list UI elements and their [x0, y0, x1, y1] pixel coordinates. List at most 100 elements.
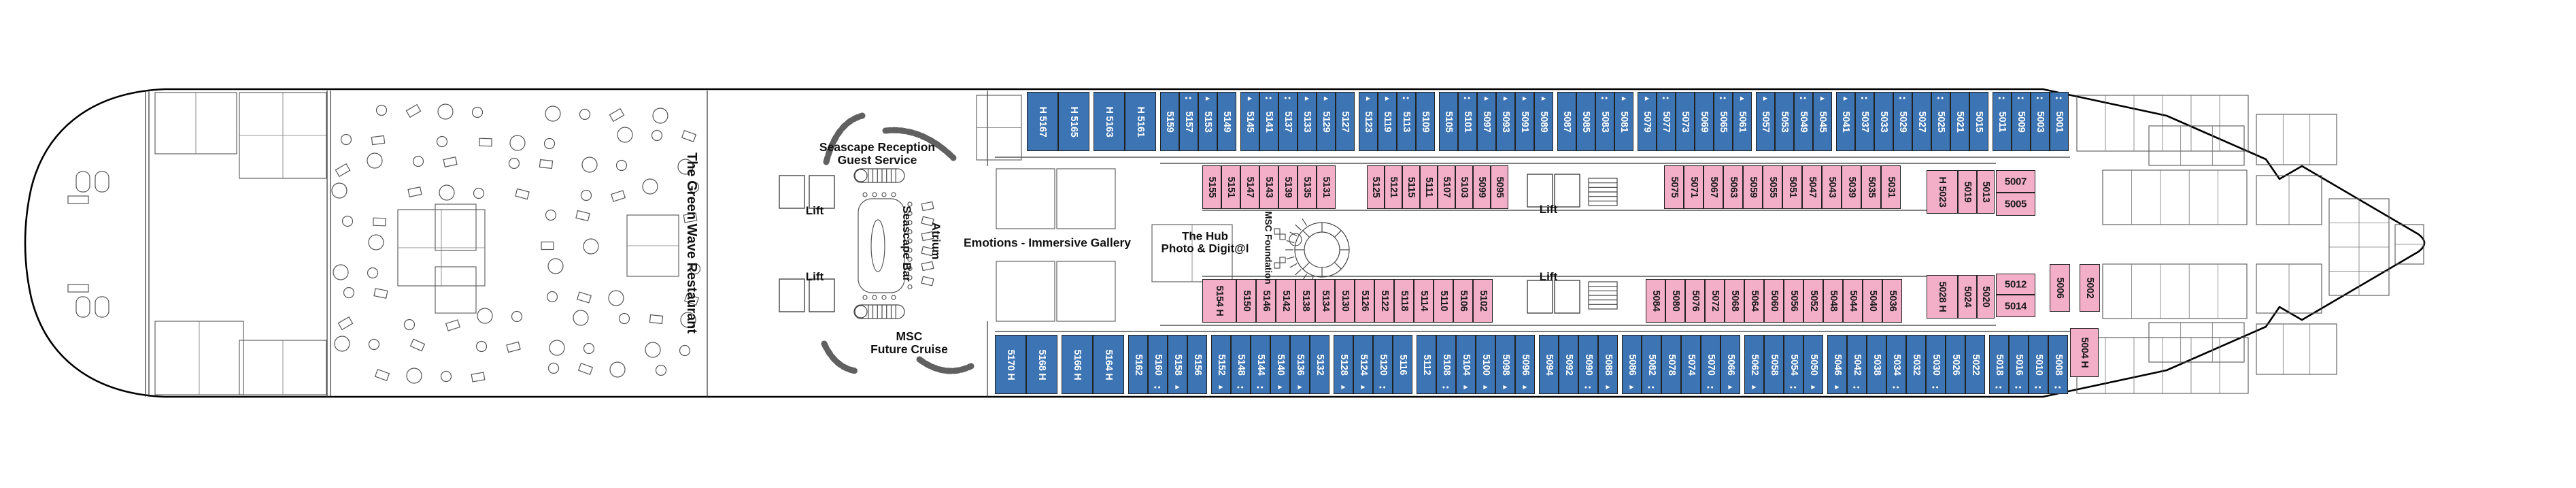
cabin-number: 5013 [1980, 181, 1991, 203]
sofa-bed-icon: ▶ [1483, 384, 1488, 390]
cabin-5123: 5123 ▶ [1359, 92, 1378, 151]
cabin-5111: 5111 [1420, 165, 1438, 209]
cabin-number: 5091 [1519, 110, 1530, 133]
cabin-5054: 5054●● [1784, 335, 1803, 394]
twin-beds-icon: ●● [1284, 96, 1292, 101]
cabin-5046: 5046 ▶ [1827, 335, 1847, 394]
cabin-5160: 5160●● [1148, 335, 1168, 394]
cabin-number: 5104 [1460, 353, 1472, 376]
cabin-5086: 5086▶ [1622, 335, 1642, 394]
cabin-number: 5025 [1935, 110, 1946, 133]
twin-beds-icon: ●● [1402, 96, 1410, 101]
cabin-number: 5116 [1397, 354, 1408, 375]
cabin-5088: 5088▶ [1598, 335, 1618, 394]
cabin-number: 5057 [1760, 110, 1771, 133]
cabin-5033: 5033 [1874, 92, 1893, 151]
cabin-5044: 5044 [1843, 279, 1863, 323]
cabin-number: 5061 [1737, 110, 1748, 133]
twin-beds-icon: ●● [2034, 385, 2043, 390]
cabin-5156: 5156 [1187, 335, 1207, 394]
cabin-5105: 5105 [1439, 92, 1458, 151]
cabin-number: 5087 [1561, 110, 1572, 133]
cabin-number: 5133 [1302, 110, 1312, 133]
cabin-5036: 5036 [1882, 279, 1902, 323]
cabin-number: 5110 [1438, 290, 1449, 312]
cabin-number: 5002 [2084, 277, 2095, 299]
cabin-number: 5141 [1264, 110, 1274, 133]
cabin-5024: 5024 [1958, 275, 1977, 319]
cabin-number: 5010 [2033, 353, 2044, 376]
venue-label-the-hub-line1: The Hub [1181, 229, 1228, 243]
cabin-number: 5052 [1808, 290, 1819, 312]
cabin-5108: 5108●● [1436, 335, 1456, 394]
twin-beds-icon: ●● [1892, 385, 1901, 390]
cabin-number: 5140 [1274, 353, 1286, 376]
twin-beds-icon: ●● [1442, 385, 1451, 390]
cabin-5120: 5120●● [1373, 335, 1393, 394]
cabin-number: 5016 [2013, 353, 2024, 376]
cabin-5148: 5148●● [1231, 335, 1251, 394]
cabin-5055: 5055 [1763, 165, 1782, 209]
sofa-bed-icon: ▶ [1522, 95, 1527, 101]
sofa-bed-icon: ▶ [1835, 384, 1840, 390]
twin-beds-icon: ●● [2055, 96, 2063, 101]
twin-beds-icon: ●● [1706, 385, 1715, 390]
cabin-number: H 5167 [1037, 106, 1048, 137]
cabin-5065: 5065●● [1714, 92, 1733, 151]
cabin-number: 5138 [1300, 290, 1311, 312]
cabin-5084: 5084 [1646, 279, 1665, 323]
cabin-5150: 5150 [1236, 279, 1256, 323]
cabin-5032: 5032 [1906, 335, 1926, 394]
cabin-5170-H: 5170 H [995, 335, 1026, 394]
cabin-5068: 5068 [1725, 279, 1744, 323]
cabin-5149: 5149 [1217, 92, 1236, 151]
cabin-5121: 5121 [1385, 165, 1402, 209]
cabin-number: 5046 [1831, 353, 1843, 376]
lift-label-aft-1: Lift [805, 204, 824, 217]
cabin-5110: 5110 [1434, 279, 1453, 323]
cabin-5048: 5048 [1823, 279, 1843, 323]
cabin-number: 5079 [1642, 110, 1653, 133]
cabin-number: 5107 [1441, 176, 1452, 198]
cabin-5018: 5018●● [1989, 335, 2009, 394]
cabin-number: 5153 [1202, 110, 1213, 133]
twin-beds-icon: ●● [1601, 96, 1609, 101]
cabin-5155: 5155 [1202, 165, 1221, 209]
cabin-number: 5164 H [1103, 349, 1114, 380]
venue-label-future-cruise: MSC Future Cruise [870, 330, 948, 356]
cabin-5092: 5092 [1559, 335, 1578, 394]
cabin-number: 5077 [1661, 110, 1672, 133]
sofa-bed-icon: ▶ [1361, 384, 1366, 390]
cabin-number: 5149 [1221, 110, 1232, 133]
cabin-5083: 5083●● [1595, 92, 1614, 151]
cabin-5016: 5016●● [2009, 335, 2029, 394]
cabin-5133: 5133▶ [1298, 92, 1317, 151]
cabin-5087: 5087 [1557, 92, 1576, 151]
cabin-5115: 5115 [1402, 165, 1420, 209]
cabin-number: 5073 [1680, 110, 1691, 133]
sofa-bed-icon: ▶ [1484, 95, 1489, 101]
cabin-5113: 5113●● [1397, 92, 1416, 151]
cabin-5002: 5002 [2080, 264, 2100, 312]
cabin-number: H 5161 [1135, 106, 1146, 137]
cabin-5020: 5020 [1977, 275, 1995, 319]
twin-beds-icon: ●● [1998, 96, 2006, 101]
cabin-5134: 5134 [1315, 279, 1335, 323]
cabin-5067: 5067 [1704, 165, 1723, 209]
cabin-5119: 5119▶ [1378, 92, 1397, 151]
cabin-H-5161: H 5161 [1125, 92, 1156, 151]
cabin-number: 5123 [1363, 110, 1374, 133]
sofa-bed-icon: ▶ [1728, 384, 1733, 390]
cabin-number: 5067 [1708, 176, 1719, 198]
sofa-bed-icon: ▶ [1366, 95, 1371, 101]
cabin-5013: 5013 [1977, 170, 1995, 214]
cabin-number: 5069 [1699, 110, 1710, 133]
cabin-number: 5049 [1798, 110, 1809, 133]
twin-beds-icon: ●● [1256, 385, 1265, 390]
cabin-number: 5105 [1443, 110, 1454, 133]
cabin-number: 5009 [2016, 110, 2027, 133]
cabin-number: 5126 [1359, 290, 1370, 312]
cabin-5153: 5153▶ [1198, 92, 1217, 151]
cabin-5159: 5159 [1160, 92, 1179, 151]
